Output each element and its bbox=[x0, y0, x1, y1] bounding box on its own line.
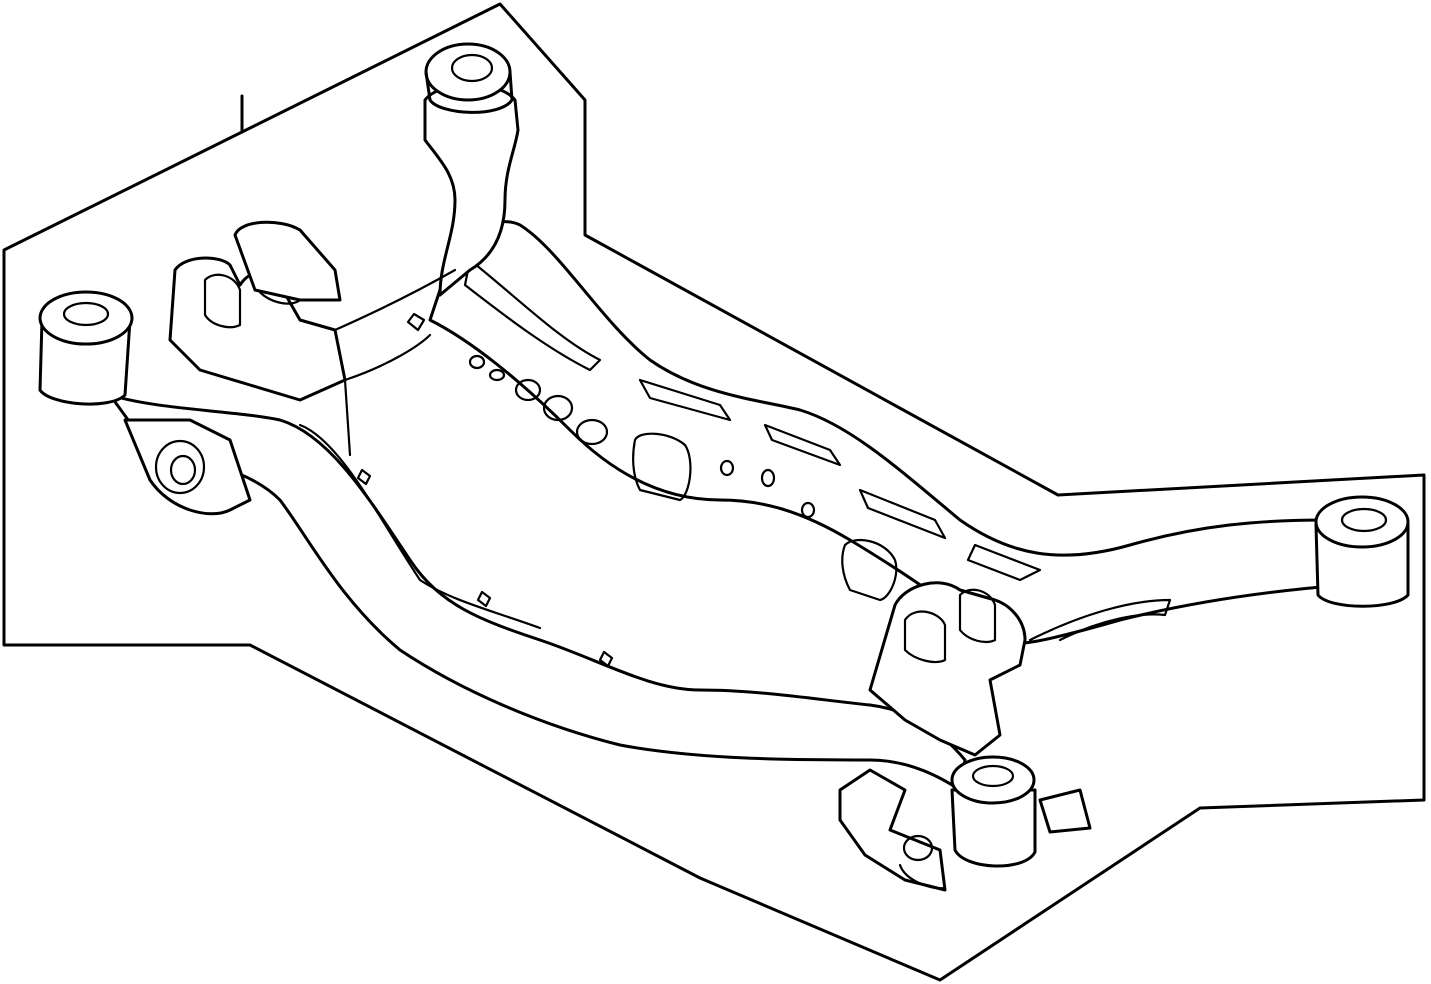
left-tower-slot-1 bbox=[203, 273, 242, 329]
lightening-hole bbox=[514, 378, 542, 402]
upper-cross-beam bbox=[428, 220, 1347, 646]
rear-right-bushing-outer bbox=[950, 755, 1036, 805]
lightening-hole bbox=[719, 459, 735, 477]
lightening-hole bbox=[468, 354, 486, 370]
bottom-link-bracket bbox=[838, 768, 947, 892]
right-tower-slot-2 bbox=[958, 588, 997, 644]
front-left-bushing-outer bbox=[38, 290, 134, 346]
right-tower-slot-1 bbox=[903, 610, 947, 664]
weld-stud bbox=[406, 312, 426, 332]
top-bushing-inner bbox=[450, 53, 494, 83]
front-left-bushing-inner bbox=[62, 301, 110, 327]
left-cross-rail bbox=[333, 268, 457, 332]
left-lower-bracket bbox=[123, 418, 252, 516]
right-tower bbox=[868, 581, 1027, 757]
upper-flange-slot-1 bbox=[638, 378, 732, 422]
top-bushing-outer bbox=[424, 42, 512, 102]
far-right-bushing-outer bbox=[1314, 495, 1410, 549]
lightening-hole bbox=[488, 368, 506, 382]
upper-flange-slot-4 bbox=[966, 543, 1042, 582]
left-cross-rail-lower bbox=[343, 333, 432, 382]
lightening-hole bbox=[800, 501, 816, 519]
lightening-hole bbox=[542, 394, 574, 422]
upper-mount-pocket-2 bbox=[841, 538, 898, 602]
lightening-hole bbox=[575, 418, 609, 446]
upper-flange-slot-3 bbox=[858, 488, 947, 540]
rear-right-bushing-body bbox=[950, 788, 1037, 868]
weld-stud bbox=[356, 468, 372, 486]
lightening-hole bbox=[760, 468, 776, 488]
rear-right-bushing-inner bbox=[971, 764, 1015, 788]
bottom-link-sensor bbox=[898, 863, 947, 890]
lower-beam-top-edge bbox=[298, 423, 542, 630]
left-vertical-web bbox=[343, 378, 352, 457]
weld-stud bbox=[476, 590, 492, 608]
top-bushing-sleeve bbox=[424, 70, 514, 114]
left-tower-top bbox=[233, 220, 342, 302]
far-right-arm-lower-edge bbox=[1028, 598, 1172, 642]
upper-mount-pocket bbox=[632, 432, 692, 502]
top-left-arm bbox=[423, 83, 520, 297]
left-bracket-bushing-inner bbox=[169, 454, 197, 486]
right-bracket-clip bbox=[1038, 788, 1092, 834]
far-right-bushing-inner bbox=[1340, 507, 1388, 533]
left-bracket-bushing-outer bbox=[154, 439, 206, 495]
upper-flange-slot-2 bbox=[763, 423, 842, 467]
bottom-link-bolt bbox=[902, 834, 934, 862]
upper-web-panel bbox=[463, 258, 602, 372]
weld-stud bbox=[598, 650, 614, 668]
